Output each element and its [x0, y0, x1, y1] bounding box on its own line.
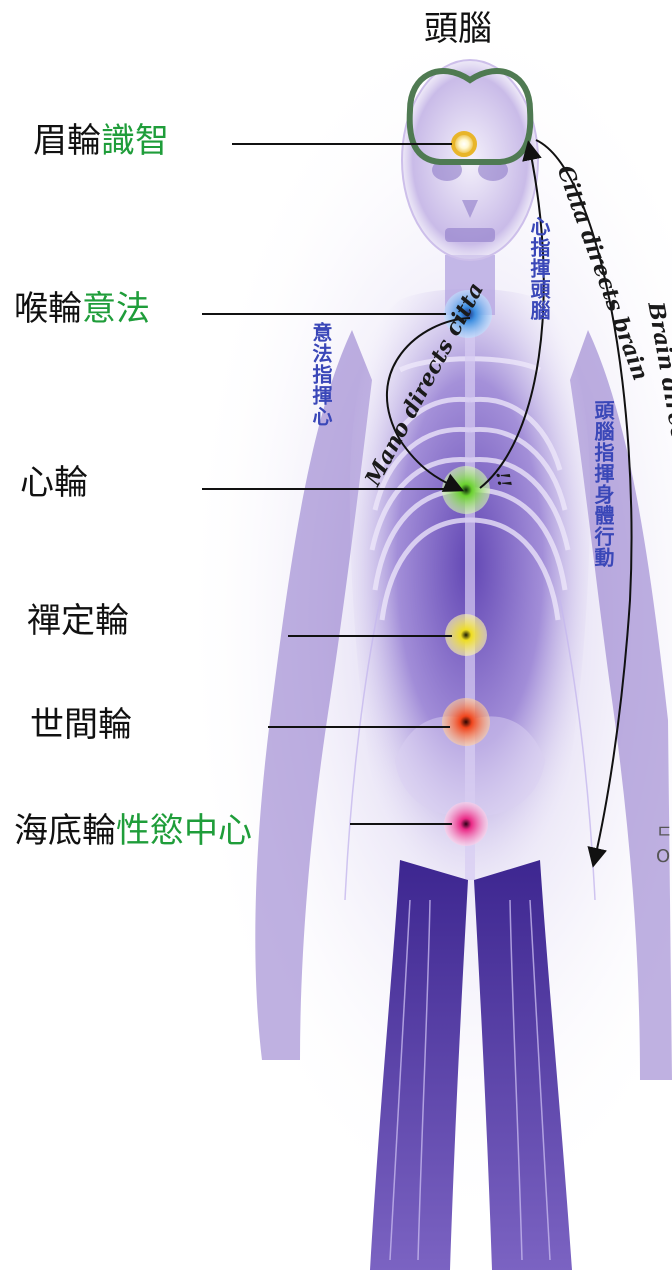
- chakra-brow: [453, 133, 475, 155]
- chakra-label-solar: 禪定輪: [27, 604, 129, 638]
- chakra-label-root: 海底輪性慾中心: [14, 814, 252, 848]
- chakra-name-brow: 眉輪: [33, 121, 101, 161]
- edge-mark-1: ㄷ: [656, 818, 672, 844]
- chakra-sub-brow: 識智: [101, 121, 169, 161]
- chakra-label-throat: 喉輪意法: [14, 292, 150, 326]
- chakra-label-brow: 眉輪識智: [33, 124, 169, 158]
- head-label: 頭腦: [424, 12, 492, 46]
- annotation-heart-directs-brain-zh: 心指揮頭腦: [528, 216, 549, 321]
- chakra-sub-throat: 意法: [82, 289, 150, 329]
- edge-mark-2: O: [656, 846, 670, 867]
- chakra-name-root: 海底輪: [14, 811, 116, 851]
- chakra-name-sacral: 世間輪: [30, 705, 132, 745]
- annotation-brain-directs-body-zh: 頭腦指揮身體行動: [592, 400, 613, 568]
- chakra-name-heart: 心輪: [20, 463, 88, 503]
- chakra-name-solar: 禪定輪: [27, 601, 129, 641]
- annotation-mano-directs-heart-zh: 意法指揮心: [310, 322, 331, 427]
- chakra-sacral: [442, 698, 490, 746]
- chakra-name-throat: 喉輪: [14, 289, 82, 329]
- chakra-label-sacral: 世間輪: [30, 708, 132, 742]
- chakra-sub-root: 性慾中心: [116, 811, 252, 851]
- chakra-label-heart: 心輪: [20, 466, 88, 500]
